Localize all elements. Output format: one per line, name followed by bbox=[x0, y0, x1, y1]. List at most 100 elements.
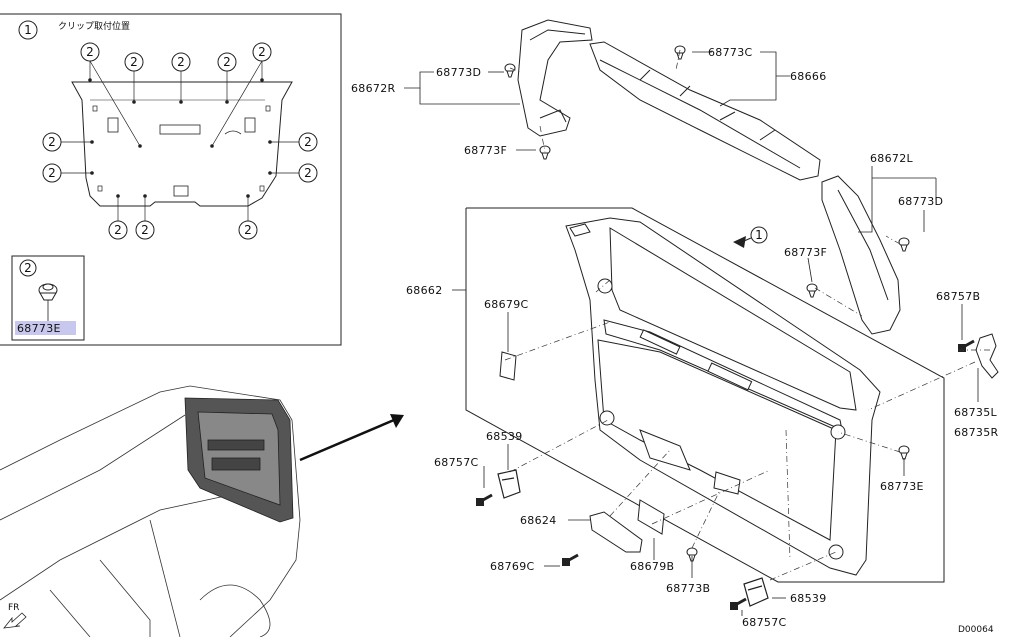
inset-callout-circle bbox=[18, 20, 38, 40]
upper-trim-68666 bbox=[589, 41, 821, 181]
clip-point bbox=[116, 194, 120, 198]
inset-title: クリップ取付位置 bbox=[58, 20, 130, 32]
screw-68757C-upper-icon bbox=[476, 493, 493, 506]
clip-point bbox=[246, 194, 250, 198]
clip-callout-number: 2 bbox=[244, 223, 252, 237]
assembly-lines bbox=[504, 49, 990, 581]
clip-68773D-right-icon bbox=[504, 63, 516, 78]
part-label-68672R[interactable]: 68672R bbox=[351, 82, 395, 95]
part-label-68679C[interactable]: 68679C bbox=[484, 298, 528, 311]
part-label-68773F-upper[interactable]: 68773F bbox=[464, 144, 507, 157]
clip-callout-number: 2 bbox=[141, 223, 149, 237]
clip-callout-circle bbox=[298, 163, 318, 183]
part-label-68773B[interactable]: 68773B bbox=[666, 582, 710, 595]
clip-callout-number: 2 bbox=[223, 55, 231, 69]
part-label-68539-upper[interactable]: 68539 bbox=[486, 430, 523, 443]
clip-point bbox=[268, 171, 272, 175]
inset-clip-markers: 2 2 2 2 2 2 2 2 2 2 2 2 bbox=[42, 42, 318, 240]
bumper-68539-upper bbox=[497, 469, 521, 499]
legend-callout-number: 2 bbox=[24, 261, 32, 275]
pillar-trim-left bbox=[821, 175, 901, 335]
clip-point bbox=[260, 78, 264, 82]
part-label-68773E[interactable]: 68773E bbox=[880, 480, 924, 493]
screw-68769C-icon bbox=[562, 553, 579, 566]
tailgate-trim-panel bbox=[565, 217, 881, 576]
tailgate-outline-inset bbox=[71, 81, 293, 207]
part-label-68735R[interactable]: 68735R bbox=[954, 426, 998, 439]
clip-callout-circle bbox=[124, 52, 144, 72]
clip-callout-circle bbox=[108, 220, 128, 240]
clip-callout-circle bbox=[238, 220, 258, 240]
clip-callout-circle bbox=[42, 163, 62, 183]
clip-68773F-lower-icon bbox=[806, 283, 818, 298]
legend-part-highlight bbox=[15, 321, 76, 335]
vehicle-sketch bbox=[0, 385, 301, 637]
handle-bracket-68624 bbox=[589, 511, 643, 553]
clip-point bbox=[268, 140, 272, 144]
front-direction-label: FR bbox=[8, 603, 19, 613]
clip-callout-number: 2 bbox=[48, 135, 56, 149]
clip-callout-number: 2 bbox=[130, 55, 138, 69]
part-label-68672L[interactable]: 68672L bbox=[870, 152, 913, 165]
clip-callout-circle bbox=[171, 52, 191, 72]
hinge-bracket bbox=[975, 333, 999, 379]
part-label-68773D-right[interactable]: 68773D bbox=[436, 66, 481, 79]
clip-callout-number: 2 bbox=[304, 166, 312, 180]
bumper-68539-lower bbox=[743, 577, 769, 607]
cover-68679C bbox=[499, 351, 517, 381]
part-label-68679B[interactable]: 68679B bbox=[630, 560, 674, 573]
clip-point bbox=[210, 144, 214, 148]
cover-68679B bbox=[637, 499, 665, 535]
clip-point bbox=[225, 100, 229, 104]
ref-callout-circle bbox=[750, 226, 768, 244]
part-label-68757C-upper[interactable]: 68757C bbox=[434, 456, 478, 469]
clip-68773D-left-icon bbox=[898, 237, 910, 252]
leader-lines bbox=[404, 51, 979, 616]
clip-callout-number: 2 bbox=[48, 166, 56, 180]
front-direction-icon bbox=[3, 612, 27, 629]
diagram-code: D00064 bbox=[958, 625, 994, 635]
detail-arrow-head bbox=[390, 414, 404, 428]
trim-panel-frame bbox=[465, 207, 945, 583]
clip-68773C-icon bbox=[674, 45, 686, 60]
clip-callout-number: 2 bbox=[304, 135, 312, 149]
part-label-68757C-lower[interactable]: 68757C bbox=[742, 616, 786, 629]
part-label-68624[interactable]: 68624 bbox=[520, 514, 557, 527]
part-label-68666[interactable]: 68666 bbox=[790, 70, 827, 83]
clip-callout-number: 2 bbox=[258, 45, 266, 59]
part-label-68735L[interactable]: 68735L bbox=[954, 406, 997, 419]
legend-callout-circle bbox=[19, 259, 37, 277]
clip-callout-number: 2 bbox=[114, 223, 122, 237]
clip-callout-circle bbox=[217, 52, 237, 72]
legend-part-number[interactable]: 68773E bbox=[17, 322, 61, 335]
clip-point bbox=[88, 78, 92, 82]
part-labels: 68672R 68773D 68773C 68666 68773F 68672L… bbox=[351, 46, 998, 629]
part-label-68539-lower[interactable]: 68539 bbox=[790, 592, 827, 605]
clip-68773E-icon bbox=[898, 445, 910, 460]
part-label-68773F-lower[interactable]: 68773F bbox=[784, 246, 827, 259]
pillar-trim-right bbox=[517, 19, 593, 137]
view-arrow-icon bbox=[733, 236, 746, 248]
detail-arrow bbox=[299, 418, 395, 462]
clip-legend-box bbox=[11, 255, 85, 341]
part-label-68773D-left[interactable]: 68773D bbox=[898, 195, 943, 208]
ref-callout-number: 1 bbox=[755, 228, 763, 242]
clip-68773F-upper-icon bbox=[539, 145, 551, 160]
part-label-68662[interactable]: 68662 bbox=[406, 284, 443, 297]
clip-callout-circle bbox=[298, 132, 318, 152]
part-label-68769C[interactable]: 68769C bbox=[490, 560, 534, 573]
clip-callout-circle bbox=[42, 132, 62, 152]
clip-point bbox=[179, 100, 183, 104]
clip-point bbox=[90, 171, 94, 175]
clip-icon bbox=[38, 283, 58, 301]
clip-point bbox=[138, 144, 142, 148]
clip-point bbox=[90, 140, 94, 144]
clip-callout-number: 2 bbox=[177, 55, 185, 69]
part-label-68773C[interactable]: 68773C bbox=[708, 46, 752, 59]
part-label-68757B[interactable]: 68757B bbox=[936, 290, 980, 303]
screw-68757B-icon bbox=[958, 339, 975, 352]
clip-callout-number: 2 bbox=[86, 45, 94, 59]
fasteners bbox=[476, 45, 975, 610]
